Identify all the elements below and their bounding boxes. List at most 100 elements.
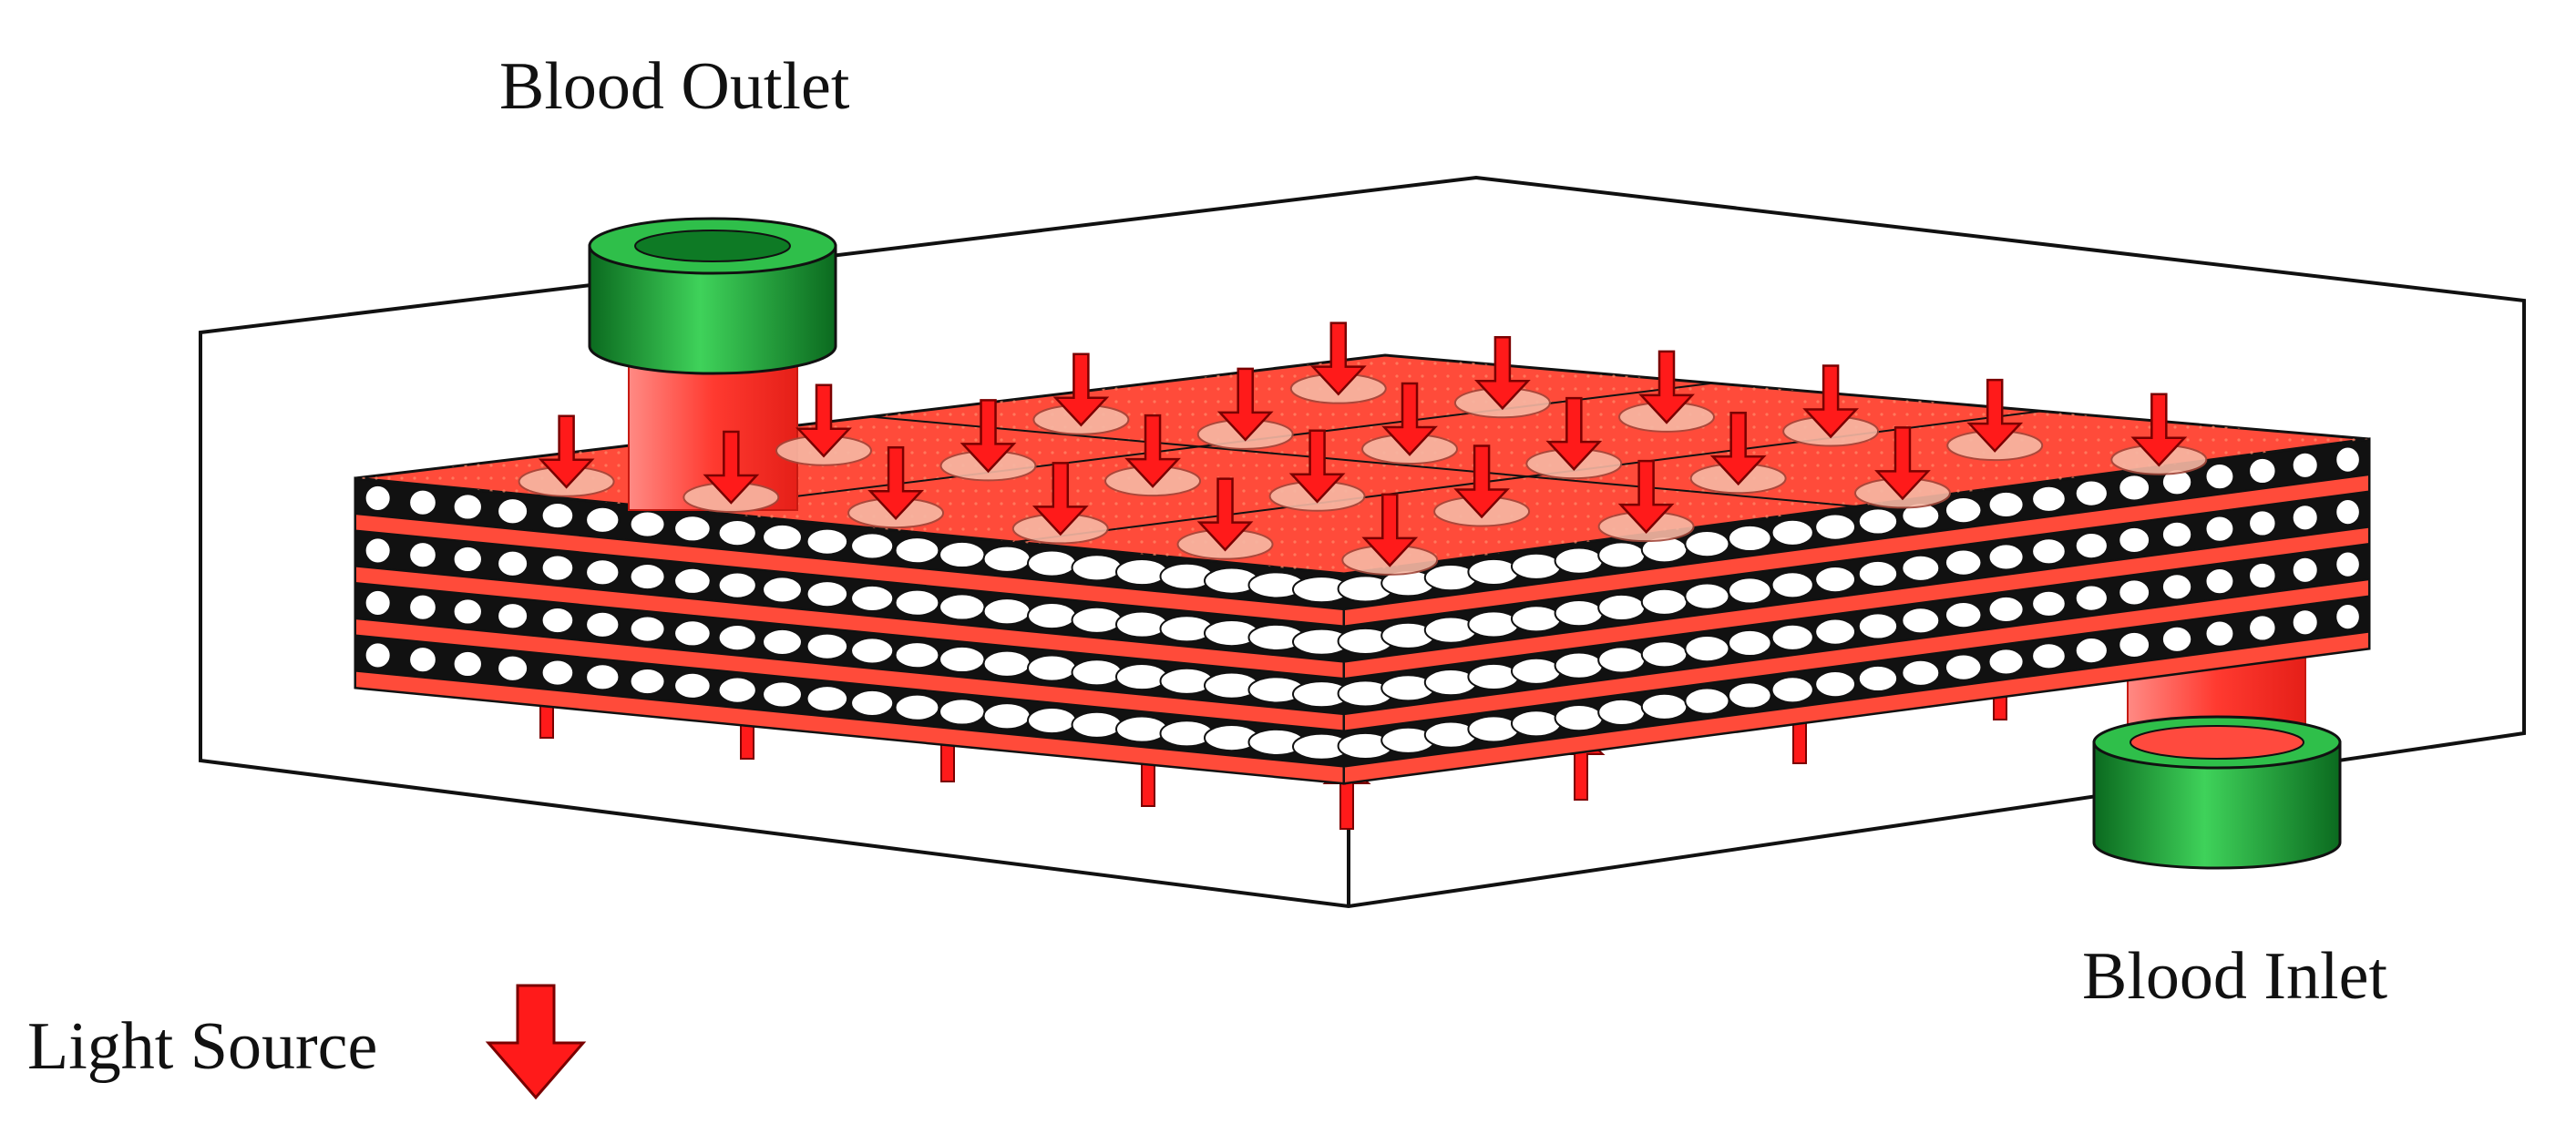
hollow-fiber	[364, 641, 392, 669]
hollow-fiber	[1597, 646, 1647, 674]
down-arrow-icon	[1874, 426, 1931, 501]
hollow-fiber	[1684, 582, 1730, 610]
hollow-fiber	[2335, 445, 2361, 474]
hollow-fiber	[1467, 662, 1520, 691]
hollow-fiber	[982, 702, 1031, 730]
hollow-fiber	[894, 588, 940, 617]
blood-channel-layer	[1343, 473, 2370, 628]
hollow-fiber	[452, 545, 483, 574]
hollow-fiber	[806, 632, 849, 660]
hollow-fiber	[2248, 456, 2277, 485]
hollow-fiber	[982, 545, 1031, 573]
hollow-fiber	[1857, 612, 1899, 640]
hollow-fiber	[1987, 595, 2025, 624]
down-arrow-icon	[1802, 364, 1859, 439]
down-arrow-icon	[1638, 350, 1695, 424]
hollow-fiber	[540, 501, 575, 530]
hollow-fiber	[2335, 498, 2361, 526]
down-arrow-icon	[1196, 477, 1254, 552]
down-arrow-icon	[1453, 444, 1510, 519]
hollow-fiber	[762, 523, 803, 551]
hollow-fiber	[1027, 654, 1077, 682]
hollow-fiber	[1814, 566, 1856, 594]
hollow-fiber	[1510, 552, 1562, 580]
hollow-fiber	[1770, 676, 1814, 704]
hollow-fiber	[1640, 692, 1688, 720]
hollow-fiber	[408, 646, 437, 674]
hollow-fiber	[2074, 637, 2109, 665]
hollow-fiber	[2291, 556, 2319, 584]
hollow-fiber	[2118, 526, 2151, 555]
hollow-fiber	[1944, 601, 1983, 629]
hollow-fiber	[806, 527, 849, 556]
hollow-fiber	[762, 576, 803, 604]
hollow-fiber	[717, 624, 757, 652]
hollow-fiber	[1115, 557, 1169, 587]
hollow-fiber	[1684, 530, 1730, 558]
hollow-fiber	[939, 698, 986, 726]
hollow-fiber	[585, 663, 621, 691]
blood-channel-layer	[1343, 630, 2370, 785]
hollow-fiber	[673, 515, 712, 543]
down-arrow-icon	[2130, 393, 2188, 467]
hollow-fiber	[1901, 607, 1941, 635]
hollow-fiber	[1857, 559, 1899, 588]
hollow-fiber	[585, 558, 621, 587]
hollow-fiber	[629, 667, 666, 696]
hollow-fiber	[1071, 606, 1123, 634]
hollow-fiber	[717, 519, 757, 547]
hollow-fiber	[1814, 618, 1856, 646]
down-arrow-icon	[1309, 322, 1367, 396]
down-arrow-icon	[795, 383, 852, 458]
hollow-fiber	[1027, 601, 1077, 630]
hollow-fiber	[939, 540, 986, 569]
hollow-fiber	[2118, 578, 2151, 607]
hollow-fiber	[364, 588, 392, 618]
down-arrow-icon	[1124, 414, 1181, 488]
down-arrow-icon	[1545, 396, 1603, 471]
hollow-fiber	[2335, 550, 2361, 578]
down-arrow-icon	[1052, 352, 1110, 427]
hollow-fiber	[585, 506, 621, 534]
hollow-fiber	[1640, 587, 1688, 616]
hollow-fiber	[408, 488, 437, 516]
hollow-fiber	[2074, 532, 2109, 560]
hollow-fiber	[1944, 548, 1983, 577]
down-arrow-icon	[867, 445, 924, 521]
hollow-fiber	[2160, 520, 2193, 548]
hollow-fiber	[497, 654, 529, 682]
hollow-fiber	[717, 571, 757, 599]
hollow-fiber	[1727, 628, 1772, 658]
hollow-fiber	[540, 606, 575, 635]
hollow-fiber	[2248, 561, 2277, 590]
hollow-fiber	[2031, 537, 2067, 566]
hollow-fiber	[1510, 605, 1562, 633]
hollow-fiber	[2248, 509, 2277, 537]
blood-outlet-label: Blood Outlet	[499, 49, 850, 124]
down-arrow-icon	[1474, 336, 1531, 411]
hollow-fiber	[1944, 496, 1983, 525]
hollow-fiber	[1115, 610, 1169, 638]
hollow-fiber	[364, 536, 392, 565]
hollow-fiber	[2204, 463, 2235, 491]
hollow-fiber	[1597, 541, 1647, 569]
hollow-fiber	[673, 567, 712, 595]
hollow-fiber	[2118, 630, 2151, 659]
down-arrow-icon	[538, 414, 595, 489]
hollow-fiber	[2031, 589, 2067, 618]
hollow-fiber	[1115, 662, 1169, 691]
hollow-fiber	[1727, 577, 1772, 605]
down-arrow-icon	[1617, 459, 1675, 534]
hollow-fiber	[2291, 608, 2319, 637]
hollow-fiber	[850, 584, 895, 613]
hollow-fiber	[1597, 593, 1647, 622]
down-arrow-icon	[1966, 378, 2024, 453]
hollow-fiber	[939, 645, 986, 674]
blood-channel-layer	[1343, 577, 2370, 732]
hollow-fiber	[1554, 651, 1605, 679]
hollow-fiber	[1901, 659, 1941, 687]
hollow-fiber	[2160, 573, 2193, 601]
hollow-fiber	[1510, 657, 1562, 685]
hollow-fiber	[497, 497, 529, 526]
